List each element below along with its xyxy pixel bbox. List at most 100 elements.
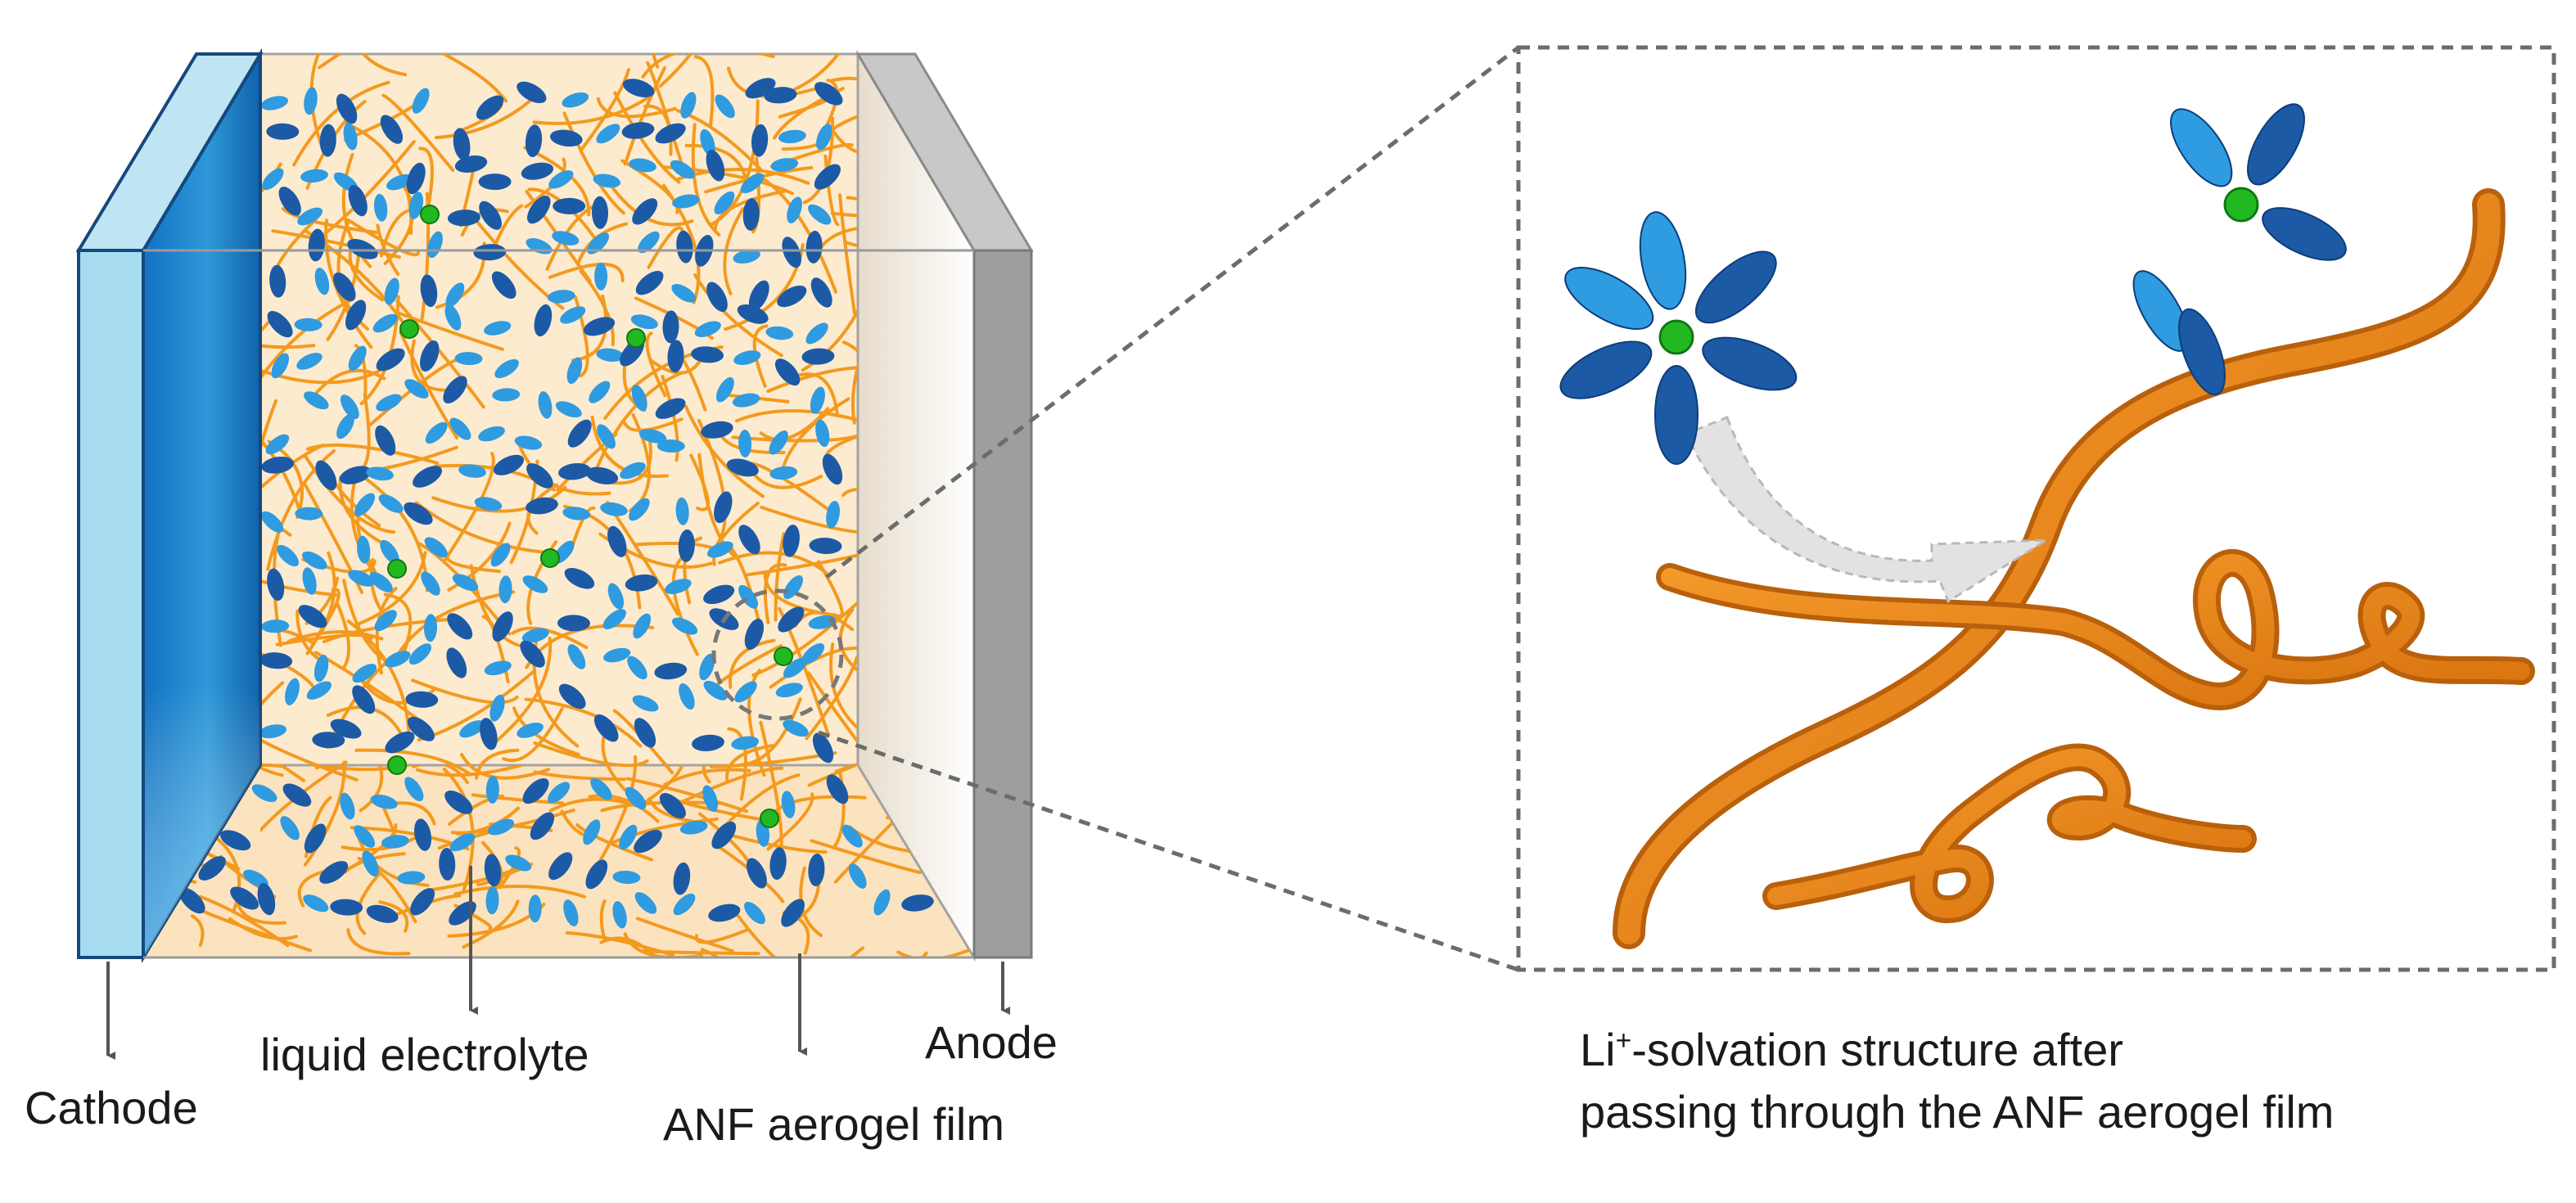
anf-fiber (260, 712, 284, 777)
solvent-molecule (514, 435, 543, 450)
anf-fiber (260, 763, 285, 799)
anf-fiber (444, 452, 495, 561)
anf-fiber (846, 196, 858, 262)
anf-fiber (718, 551, 828, 574)
anf-fiber (745, 547, 858, 577)
anf-fiber (523, 146, 591, 217)
anf-fiber (844, 230, 858, 250)
solvent-molecule (775, 683, 803, 698)
solvent-molecule (297, 207, 323, 226)
solvent-molecule (589, 381, 611, 403)
solvent-molecule (336, 93, 358, 124)
solvent-molecule (814, 164, 841, 190)
anf-fiber (658, 54, 731, 88)
anf-fiber (590, 415, 670, 478)
solvent-molecule (294, 318, 323, 331)
solvent-molecule (630, 314, 658, 330)
anf-fiber (841, 340, 858, 433)
solvent-molecule (662, 310, 679, 344)
solvent-molecule (298, 605, 327, 629)
solvent-molecule (702, 785, 719, 813)
solvent-molecule (562, 507, 591, 520)
solvent-molecule (1639, 211, 1687, 310)
li-ion (399, 319, 419, 339)
solvent-molecule (555, 401, 582, 418)
solvent-molecule (774, 358, 801, 386)
solvent-molecule (385, 731, 415, 754)
solvent-molecule (333, 272, 356, 302)
solvent-molecule (801, 348, 835, 365)
solvent-molecule (673, 893, 696, 916)
solvent-molecule (319, 124, 336, 157)
solvent-molecule (413, 466, 442, 488)
solvent-molecule (826, 500, 841, 529)
solvent-molecule (631, 385, 647, 412)
solvent-molecule (654, 662, 688, 680)
anode-label: Anode (925, 1016, 1058, 1068)
solvent-molecule (406, 162, 426, 195)
anf-fiber (841, 487, 858, 499)
solvent-molecule (443, 376, 467, 404)
solvent-molecule (738, 525, 760, 555)
solvent-molecule (414, 818, 431, 851)
solvent-molecule (261, 620, 290, 633)
solvent-molecule (302, 567, 317, 595)
solvent-molecule (420, 274, 438, 308)
solvent-molecule (425, 421, 448, 444)
solvent-molecule (783, 719, 809, 737)
solvent-molecule (397, 871, 426, 885)
solvent-molecule (404, 379, 429, 399)
anf-fiber (752, 324, 769, 388)
anf-fiber (260, 314, 276, 395)
anf-fiber (431, 485, 567, 513)
anf-fiber (412, 765, 469, 785)
solvent-molecule (314, 655, 329, 683)
solvent-molecule (714, 491, 733, 524)
anf-fiber (456, 806, 521, 836)
solvent-molecule (266, 123, 300, 140)
solvent-molecule (778, 606, 805, 633)
solvent-molecule (619, 824, 638, 850)
solvent-molecule (635, 271, 664, 295)
anf-fiber (395, 299, 485, 409)
zoom-line-top (825, 46, 1520, 579)
solvent-molecule (585, 859, 608, 890)
solvent-molecule (449, 833, 476, 852)
anf-fiber (571, 294, 608, 363)
solvent-molecule (459, 720, 485, 738)
solvent-molecule (412, 88, 430, 114)
anf-fiber (766, 365, 858, 394)
li-ion (387, 755, 407, 775)
solvent-molecule (522, 575, 548, 593)
solvent-molecule (769, 430, 788, 455)
anf-fiber (414, 501, 545, 554)
anf-fiber (721, 831, 828, 854)
solvent-molecule (765, 326, 794, 340)
solvent-molecule (778, 129, 806, 144)
solvent-molecule (2247, 103, 2305, 186)
solvent-molecule (306, 681, 332, 700)
liquid-electrolyte-label: liquid electrolyte (260, 1029, 589, 1080)
solvent-molecule (715, 376, 734, 403)
anf-fiber (359, 765, 384, 813)
anf-fiber (787, 54, 856, 94)
solvent-molecule (733, 350, 761, 365)
solvent-molecule (783, 657, 807, 678)
anf-fiber (643, 104, 673, 156)
solvent-molecule (1559, 340, 1653, 399)
solvent-molecule (737, 304, 769, 324)
solvent-molecule (453, 128, 471, 160)
solvent-molecule (726, 458, 759, 477)
solvent-molecule (330, 899, 363, 916)
solvent-molecule (280, 816, 300, 840)
anf-fiber (588, 794, 660, 823)
solvent-molecule (380, 115, 404, 144)
solvent-molecule (445, 282, 465, 308)
anf-fiber (548, 797, 638, 813)
anf-fiber (311, 368, 386, 399)
solvent-molecule (563, 899, 579, 926)
solvent-molecule (671, 283, 697, 303)
solvent-molecule (521, 162, 554, 180)
solvent-molecule (478, 426, 505, 442)
